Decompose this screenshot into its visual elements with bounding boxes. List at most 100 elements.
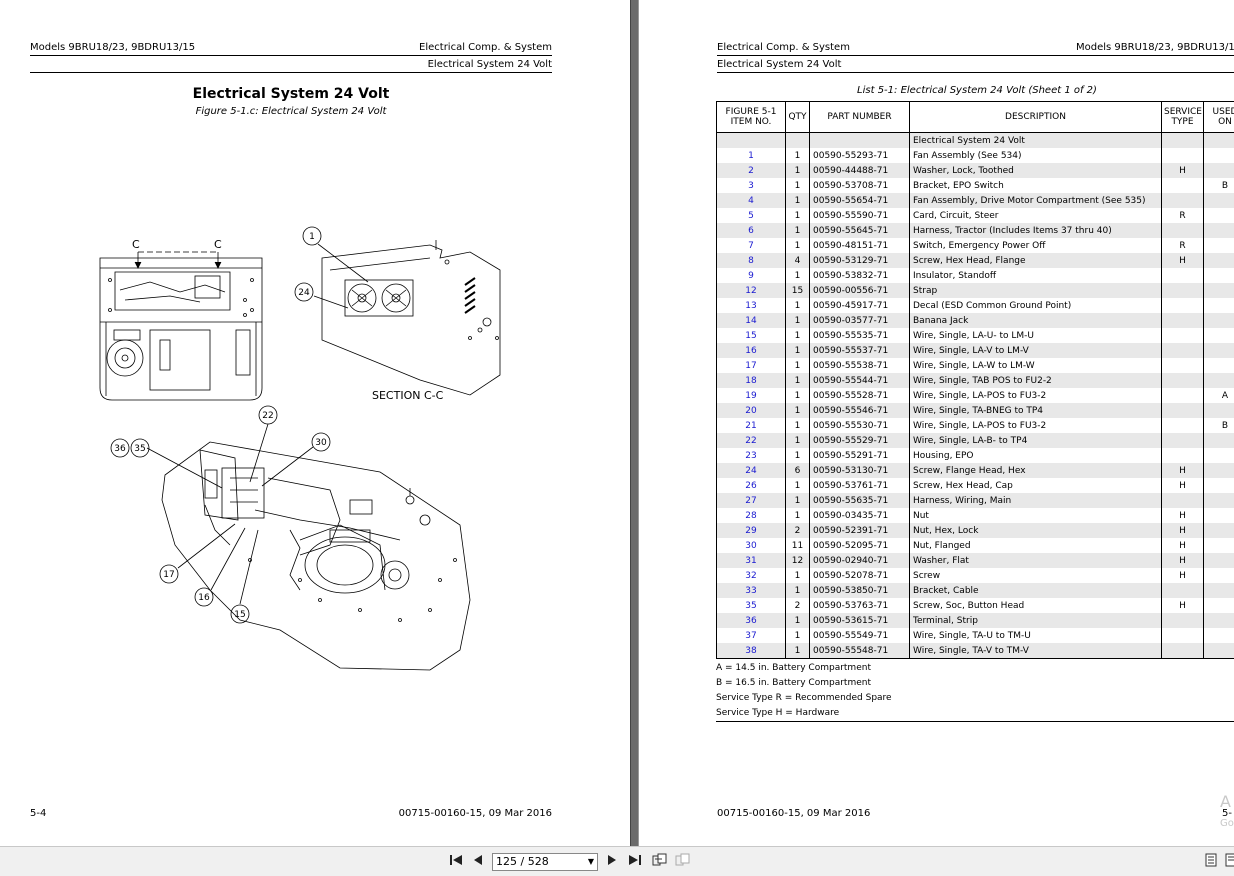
cell-part-number: 00590-53129-71 xyxy=(809,253,910,268)
callout-30: 30 xyxy=(315,438,327,448)
cell-quantity: 1 xyxy=(785,343,810,358)
two-page-view-icon[interactable] xyxy=(651,853,669,871)
list-title: List 5-1: Electrical System 24 Volt (She… xyxy=(857,85,1097,96)
section-cc-drawing xyxy=(321,240,501,396)
cell-used-on: B xyxy=(1203,418,1234,433)
cell-item-number: 22 xyxy=(716,433,786,448)
cell-item-number: 20 xyxy=(716,403,786,418)
cell-part-number: 00590-55654-71 xyxy=(809,193,910,208)
cell-description: Decal (ESD Common Ground Point) xyxy=(909,298,1162,313)
cell-part-number: 00590-03435-71 xyxy=(809,508,910,523)
cell-description: Wire, Single, LA-B- to TP4 xyxy=(909,433,1162,448)
cell-quantity: 1 xyxy=(785,223,810,238)
cell-item-number: 21 xyxy=(716,418,786,433)
cell-description: Wire, Single, LA-POS to FU3-2 xyxy=(909,388,1162,403)
cell-item-number: 1 xyxy=(716,148,786,163)
callout-35: 35 xyxy=(134,444,145,454)
cell-description: Screw, Flange Head, Hex xyxy=(909,463,1162,478)
cell-service-type xyxy=(1161,298,1204,313)
cell-description: Wire, Single, LA-U- to LM-U xyxy=(909,328,1162,343)
cell-quantity: 1 xyxy=(785,643,810,659)
last-page-icon[interactable] xyxy=(626,853,644,871)
section-mark-c-right: C xyxy=(214,238,222,251)
cell-used-on xyxy=(1203,238,1234,253)
section-mark-c-left: C xyxy=(132,238,140,251)
column-header-item: FIGURE 5-1 ITEM NO. xyxy=(716,101,786,133)
cell-service-type: H xyxy=(1161,538,1204,553)
continuous-view-icon[interactable] xyxy=(674,853,692,871)
cell-quantity: 1 xyxy=(785,583,810,598)
cell-service-type xyxy=(1161,448,1204,463)
header-models: Models 9BRU18/23, 9BDRU13/15 xyxy=(30,42,196,53)
section-cc-label: SECTION C-C xyxy=(372,389,444,402)
header-rule xyxy=(717,55,1234,56)
cell-used-on xyxy=(1203,448,1234,463)
single-page-icon[interactable] xyxy=(1202,853,1220,871)
next-page-icon[interactable] xyxy=(603,853,621,871)
cell-item-number: 17 xyxy=(716,358,786,373)
cell-service-type xyxy=(1161,403,1204,418)
cell-item-number xyxy=(716,132,786,148)
cell-used-on xyxy=(1203,433,1234,448)
cell-part-number: 00590-55291-71 xyxy=(809,448,910,463)
cell-item-number: 37 xyxy=(716,628,786,643)
left-page: Models 9BRU18/23, 9BDRU13/15 Electrical … xyxy=(0,0,630,846)
callout-24: 24 xyxy=(298,288,310,298)
cell-service-type: H xyxy=(1161,463,1204,478)
cell-item-number: 15 xyxy=(716,328,786,343)
cell-description: Electrical System 24 Volt xyxy=(909,132,1162,148)
note-h: Service Type H = Hardware xyxy=(716,706,1234,722)
doc-number: 00715-00160-15, 09 Mar 2016 xyxy=(398,808,552,819)
callout-17: 17 xyxy=(163,570,174,580)
page-number-input[interactable]: 125 / 528 ▼ xyxy=(492,853,598,871)
two-page-icon[interactable] xyxy=(1222,853,1234,871)
cell-description: Screw, Hex Head, Flange xyxy=(909,253,1162,268)
cell-used-on xyxy=(1203,403,1234,418)
cell-part-number: 00590-53763-71 xyxy=(809,598,910,613)
cell-item-number: 23 xyxy=(716,448,786,463)
cell-used-on xyxy=(1203,583,1234,598)
chevron-down-icon[interactable]: ▼ xyxy=(587,857,594,866)
cell-service-type xyxy=(1161,193,1204,208)
cell-item-number: 19 xyxy=(716,388,786,403)
cell-used-on xyxy=(1203,343,1234,358)
cell-used-on xyxy=(1203,313,1234,328)
cell-used-on xyxy=(1203,568,1234,583)
cell-description: Screw xyxy=(909,568,1162,583)
cell-service-type: H xyxy=(1161,598,1204,613)
cell-used-on xyxy=(1203,628,1234,643)
column-header-description: DESCRIPTION xyxy=(909,101,1162,133)
cell-service-type xyxy=(1161,313,1204,328)
cell-description: Switch, Emergency Power Off xyxy=(909,238,1162,253)
cell-service-type: H xyxy=(1161,553,1204,568)
cell-quantity: 1 xyxy=(785,178,810,193)
cell-item-number: 4 xyxy=(716,193,786,208)
cell-description: Washer, Lock, Toothed xyxy=(909,163,1162,178)
cell-item-number: 27 xyxy=(716,493,786,508)
note-r: Service Type R = Recommended Spare xyxy=(716,693,892,703)
figure-caption: Figure 5-1.c: Electrical System 24 Volt xyxy=(195,106,387,117)
cell-quantity: 1 xyxy=(785,568,810,583)
cell-used-on xyxy=(1203,208,1234,223)
leader-lines xyxy=(146,243,369,605)
first-page-icon[interactable] xyxy=(447,853,465,871)
column-header-qty: QTY xyxy=(785,101,810,133)
header-section: Electrical Comp. & System xyxy=(419,42,552,53)
cell-description: Bracket, EPO Switch xyxy=(909,178,1162,193)
cell-part-number: 00590-55544-71 xyxy=(809,373,910,388)
previous-page-icon[interactable] xyxy=(469,853,487,871)
